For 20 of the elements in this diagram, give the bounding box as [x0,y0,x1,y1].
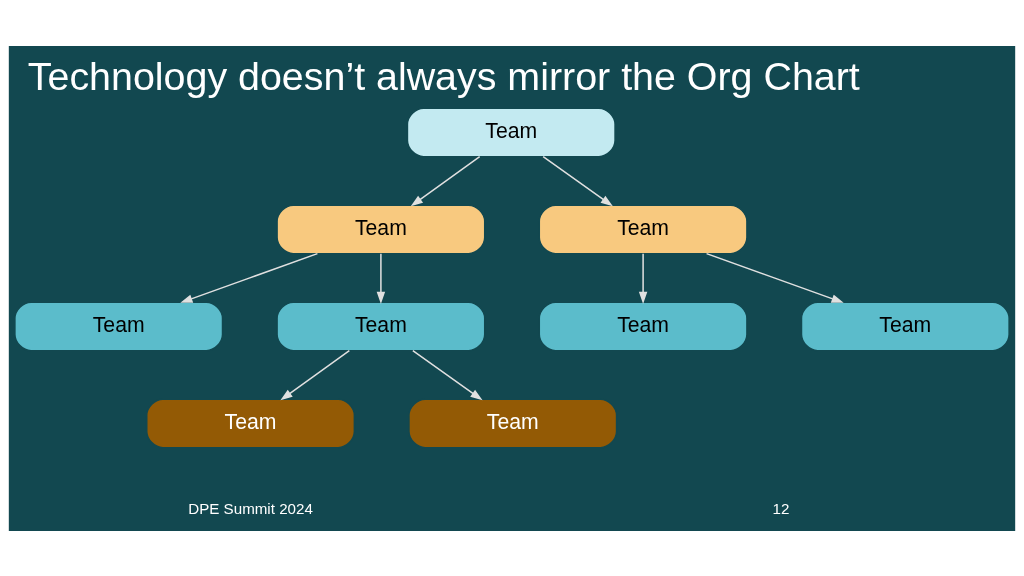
arrow [705,252,844,303]
diagram-title: Technology doesn’t always mirror the Org Chart [27,53,860,98]
arrow [410,155,481,206]
node-box: Team [276,203,486,254]
arrow [180,252,319,303]
node-box: Team [538,300,748,351]
arrow [412,349,483,400]
arrow [280,349,351,400]
label: 12 [772,499,790,517]
node-box: Team [538,203,748,254]
node-box: Team [406,106,616,157]
arrow [376,252,386,304]
node-box: Team [14,300,224,351]
arrow [542,155,613,206]
node-box: Team [800,300,1010,351]
arrow [638,252,648,304]
node-box: Team [276,300,486,351]
node-box: Team [145,397,356,448]
label: DPE Summit 2024 [188,499,313,517]
node-box: Team [408,397,618,448]
